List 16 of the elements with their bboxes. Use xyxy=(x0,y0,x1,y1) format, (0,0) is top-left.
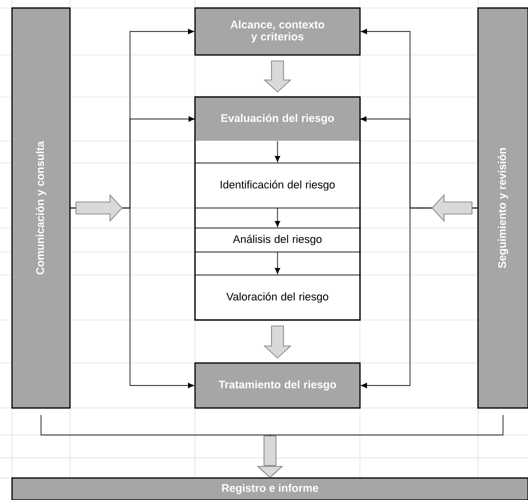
arrow xyxy=(274,208,280,228)
process-box: Alcance, contexto y criterios xyxy=(194,7,361,56)
block-arrow xyxy=(76,194,123,222)
bottom-bar: Registro e informe xyxy=(11,477,528,500)
block-arrow xyxy=(431,194,472,222)
block-arrow xyxy=(263,326,292,359)
process-step-box: Identificación del riesgo xyxy=(194,162,360,208)
side-bar: Seguimiento y revisión xyxy=(477,7,528,409)
block-arrow xyxy=(263,60,292,93)
arrow xyxy=(274,140,280,162)
arrow xyxy=(274,252,280,274)
process-step-box: Valoración del riesgo xyxy=(194,274,360,320)
side-bar: Comunicación y consulta xyxy=(11,7,71,409)
process-box: Tratamiento del riesgo xyxy=(194,362,361,409)
process-step-box: Análisis del riesgo xyxy=(194,228,360,252)
block-arrow xyxy=(264,436,276,466)
